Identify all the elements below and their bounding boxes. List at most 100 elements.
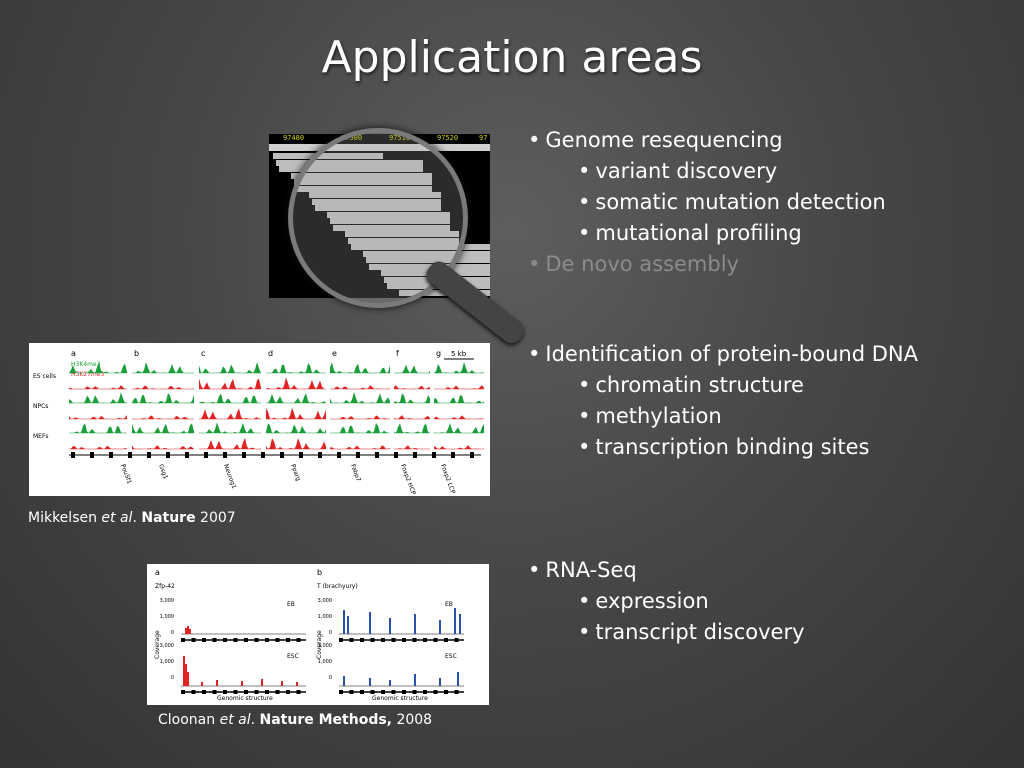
exon-block bbox=[444, 690, 448, 694]
exon-block bbox=[244, 638, 248, 642]
gene-label: Foxp2 HCP bbox=[399, 463, 417, 496]
signal-track bbox=[199, 378, 261, 389]
exon-block bbox=[391, 690, 396, 694]
signal-track bbox=[69, 423, 127, 433]
exon-block bbox=[181, 638, 185, 642]
coverage-bar bbox=[241, 681, 243, 686]
bullet-list-rna-seq: •RNA-Seq•expression•transcript discovery bbox=[528, 555, 805, 648]
signal-track bbox=[199, 362, 261, 373]
bullet-dot-icon: • bbox=[528, 252, 541, 276]
tick-label: 3,000 bbox=[160, 598, 174, 604]
bullet-text: De novo assembly bbox=[545, 252, 739, 276]
gene-label: Gsg1 bbox=[157, 463, 169, 480]
exon-block bbox=[275, 690, 280, 694]
citation-author: Cloonan bbox=[158, 712, 220, 728]
exon-block bbox=[339, 638, 343, 642]
row-label: MEFs bbox=[33, 433, 49, 440]
mark-label-k4: H3K4me3 bbox=[71, 361, 101, 368]
exon-block bbox=[402, 638, 406, 642]
exon-block bbox=[265, 690, 269, 694]
exon-block bbox=[109, 452, 113, 458]
scale-label: 5 kb bbox=[451, 350, 467, 358]
ruler-label: 97480 bbox=[283, 134, 305, 142]
exon-block bbox=[339, 690, 343, 694]
slide-title: Application areas bbox=[321, 32, 703, 83]
panel-letter: d bbox=[268, 349, 273, 358]
exon-block bbox=[349, 638, 354, 642]
bullet-text: transcription binding sites bbox=[595, 435, 870, 459]
gene-label: Foxp2 LCP bbox=[439, 463, 456, 495]
coverage-bar bbox=[457, 672, 459, 686]
exon-block bbox=[299, 452, 303, 458]
bullet-text: mutational profiling bbox=[595, 221, 802, 245]
exon-block bbox=[286, 690, 290, 694]
bullet-dot-icon: • bbox=[528, 558, 541, 582]
exon-block bbox=[470, 452, 474, 458]
exon-block bbox=[265, 638, 269, 642]
bullet-item: •De novo assembly bbox=[528, 249, 886, 280]
coverage-bar bbox=[281, 681, 283, 686]
exon-block bbox=[432, 452, 436, 458]
bullet-item: •somatic mutation detection bbox=[528, 187, 886, 218]
coverage-bar bbox=[439, 678, 441, 686]
citation-year: 2007 bbox=[195, 510, 236, 526]
exon-block bbox=[360, 638, 364, 642]
bullet-text: expression bbox=[595, 589, 709, 613]
gene-label: Pparg bbox=[289, 463, 302, 482]
signal-track bbox=[266, 393, 326, 403]
exon-block bbox=[223, 452, 227, 458]
exon-block bbox=[433, 638, 438, 642]
exon-block bbox=[185, 452, 189, 458]
signal-track bbox=[266, 423, 326, 433]
coverage-bar bbox=[343, 676, 345, 686]
coverage-bar bbox=[369, 678, 371, 686]
bullet-text: Identification of protein-bound DNA bbox=[545, 342, 918, 366]
bullet-text: methylation bbox=[595, 404, 722, 428]
signal-track bbox=[394, 385, 430, 389]
ruler-label: 97520 bbox=[437, 134, 459, 142]
exon-block bbox=[191, 690, 196, 694]
citation-mikkelsen: Mikkelsen et al. Nature 2007 bbox=[28, 510, 236, 526]
track-label: EB bbox=[445, 601, 453, 608]
signal-track bbox=[330, 445, 390, 449]
exon-block bbox=[166, 452, 170, 458]
signal-track bbox=[434, 423, 484, 433]
exon-block bbox=[296, 638, 301, 642]
exon-block bbox=[202, 690, 206, 694]
bullet-item: •RNA-Seq bbox=[528, 555, 805, 586]
bullet-dot-icon: • bbox=[578, 589, 591, 613]
exon-block bbox=[370, 690, 375, 694]
coverage-bar bbox=[183, 656, 185, 686]
exon-block bbox=[244, 690, 248, 694]
exon-block bbox=[454, 690, 459, 694]
tick-label: 3,000 bbox=[318, 643, 332, 649]
exon-block bbox=[204, 452, 208, 458]
mark-label-k27: H3K27me3 bbox=[71, 371, 104, 378]
signal-track bbox=[330, 362, 390, 373]
citation-author: Mikkelsen bbox=[28, 510, 102, 526]
signal-track bbox=[394, 423, 430, 433]
exon-block bbox=[423, 690, 427, 694]
bullet-item: •transcript discovery bbox=[528, 617, 805, 648]
signal-track bbox=[199, 408, 261, 419]
bullet-item: •mutational profiling bbox=[528, 218, 886, 249]
exon-block bbox=[423, 638, 427, 642]
bullet-list-resequencing: •Genome resequencing•variant discovery•s… bbox=[528, 125, 886, 280]
exon-block bbox=[223, 638, 227, 642]
exon-block bbox=[412, 690, 417, 694]
exon-block bbox=[128, 452, 132, 458]
tick-label: 0 bbox=[171, 675, 174, 681]
signal-track bbox=[199, 422, 261, 433]
coverage-bar bbox=[369, 612, 371, 634]
tick-label: 3,000 bbox=[318, 598, 332, 604]
signal-track bbox=[69, 445, 127, 449]
bullet-dot-icon: • bbox=[578, 373, 591, 397]
citation-cloonan: Cloonan et al. Nature Methods, 2008 bbox=[158, 712, 433, 728]
signal-track bbox=[266, 363, 326, 373]
exon-block bbox=[90, 452, 94, 458]
signal-track bbox=[69, 392, 127, 403]
exon-block bbox=[233, 690, 238, 694]
